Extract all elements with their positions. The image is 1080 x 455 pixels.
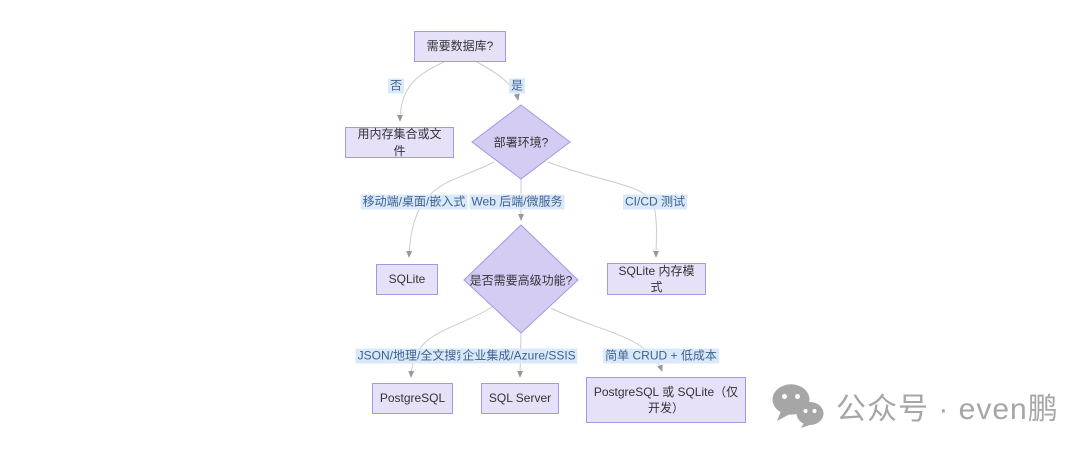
edge-label-mobile: 移动端/桌面/嵌入式 xyxy=(360,194,468,210)
edge-label-cicd: CI/CD 测试 xyxy=(622,194,688,210)
node-sql-server: SQL Server xyxy=(481,383,559,414)
edge-label-simple-crud: 简单 CRUD + 低成本 xyxy=(603,348,719,364)
edge-yes xyxy=(476,61,520,101)
wechat-icon xyxy=(772,384,824,428)
edge-json-geo xyxy=(408,306,493,378)
edge-label-no: 否 xyxy=(387,78,405,94)
node-advanced-features-label: 是否需要高级功能? xyxy=(469,273,573,288)
node-advanced-features-shape xyxy=(463,224,579,334)
node-sqlite: SQLite xyxy=(376,264,438,295)
edge-label-web: Web 后端/微服务 xyxy=(469,194,565,210)
edge-label-enterprise: 企业集成/Azure/SSIS xyxy=(460,348,578,364)
node-need-db: 需要数据库? xyxy=(414,31,506,62)
edge-cicd xyxy=(547,161,660,258)
edge-label-yes: 是 xyxy=(508,78,526,94)
edge-mobile xyxy=(406,161,495,258)
node-pg-or-sqlite: PostgreSQL 或 SQLite（仅开发） xyxy=(586,377,746,423)
node-postgresql: PostgreSQL xyxy=(372,383,453,414)
edge-label-json-geo: JSON/地理/全文搜索 xyxy=(355,348,471,364)
edge-no xyxy=(397,61,445,122)
watermark-text: 公众号 · even鹏 xyxy=(836,393,1059,426)
node-sqlite-memory: SQLite 内存模式 xyxy=(607,263,706,295)
node-deploy-env-shape xyxy=(471,104,571,180)
watermark: 公众号 · even鹏 xyxy=(772,384,1059,428)
node-in-memory: 用内存集合或文件 xyxy=(345,127,454,158)
node-deploy-env-label: 部署环境? xyxy=(493,135,549,150)
